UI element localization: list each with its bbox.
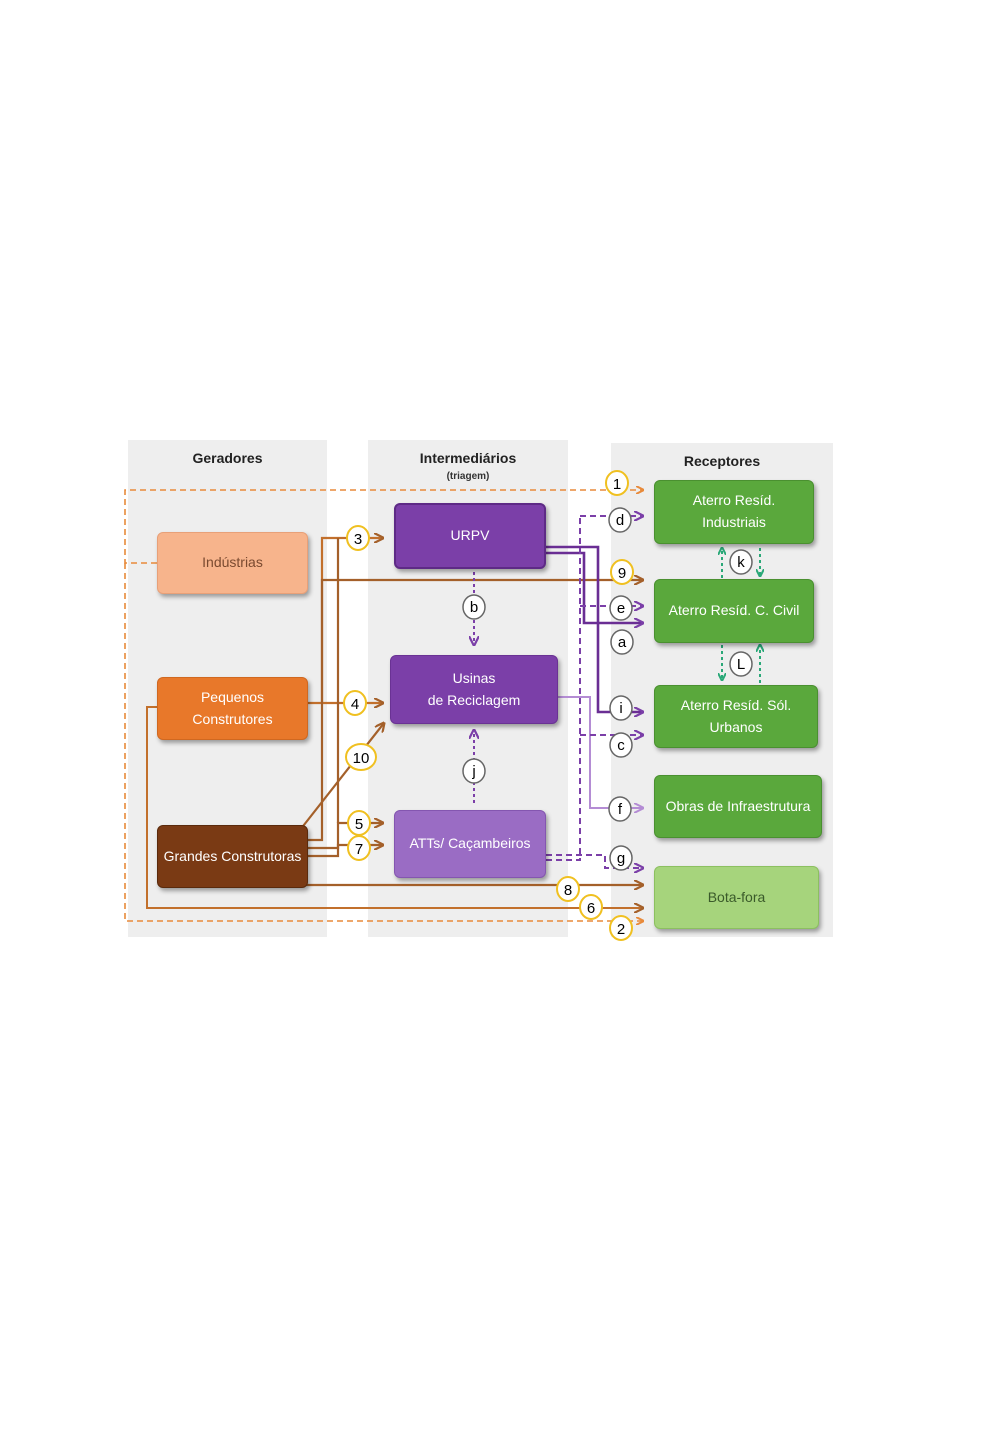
aterro-solidos-urbanos-label: Aterro Resíd. Sól. Urbanos [680,696,792,735]
usinas-box: Usinas de Reciclagem [390,655,558,724]
obras-infraestrutura-box: Obras de Infraestrutura [654,775,822,838]
svg-text:a: a [618,634,627,651]
badge-f: f [608,796,632,822]
svg-text:e: e [617,600,625,617]
aterro-industriais-box: Aterro Resíd. Industriais [654,480,814,544]
badge-4: 4 [343,690,367,716]
badge-3: 3 [346,525,370,551]
badge-b: b [462,594,486,620]
badge-k: k [729,549,753,575]
badge-6: 6 [579,894,603,920]
flow-atts-trunk [546,516,581,861]
svg-text:5: 5 [355,816,363,833]
svg-text:d: d [616,512,624,529]
pequenos-box: Pequenos Construtores [157,677,308,740]
svg-text:2: 2 [617,921,625,938]
usinas-label: Usinas de Reciclagem [427,669,521,708]
atts-label: ATTs/ Caçambeiros [409,835,531,852]
badge-5: 5 [347,810,371,836]
svg-text:4: 4 [351,696,359,713]
aterro-industriais-label: Aterro Resíd. Industriais [692,492,776,530]
badge-e: e [609,595,633,621]
flow-3-trunk [320,538,383,703]
grandes-label: Grandes Construtoras [163,847,302,864]
svg-text:1: 1 [613,476,621,493]
badge-g: g [609,845,633,871]
svg-text:j: j [471,763,475,780]
badge-9: 9 [610,559,634,585]
svg-text:8: 8 [564,882,572,899]
svg-text:f: f [618,801,623,818]
intermediaries-header: Intermediários [419,450,517,466]
badge-a: a [610,629,634,655]
badge-d: d [608,507,632,533]
svg-text:6: 6 [587,900,595,917]
svg-text:b: b [470,599,478,616]
receivers-header: Receptores [683,453,761,469]
svg-text:10: 10 [353,750,370,767]
flow-1 [124,490,643,564]
badge-i: i [609,695,633,721]
pequenos-label: Pequenos Construtores [192,688,273,727]
svg-text:L: L [737,656,745,673]
bota-fora-label: Bota-fora [707,888,766,905]
urpv-label: URPV [450,527,490,544]
grandes-box: Grandes Construtoras [157,825,308,888]
svg-text:c: c [617,737,625,754]
atts-box: ATTs/ Caçambeiros [394,810,546,878]
svg-text:3: 3 [354,531,362,548]
badge-8: 8 [556,876,580,902]
badge-c: c [609,732,633,758]
flow-10 [299,723,384,831]
badge-1: 1 [605,470,629,496]
svg-text:i: i [619,700,622,717]
svg-text:9: 9 [618,565,626,582]
svg-text:g: g [617,850,625,867]
generators-header: Geradores [192,450,263,466]
badge-j: j [462,758,486,784]
badge-2: 2 [609,915,633,941]
badge-7: 7 [347,835,371,861]
industrias-label: Indústrias [202,554,263,571]
svg-text:7: 7 [355,841,363,858]
flow-7 [308,845,383,858]
aterro-construcao-civil-label: Aterro Resíd. C. Civil [668,602,800,619]
flow-urpv-a [546,551,643,623]
bota-fora-box: Bota-fora [654,866,819,929]
badge-L: L [729,651,753,677]
industrias-box: Indústrias [157,532,308,594]
aterro-solidos-urbanos-box: Aterro Resíd. Sól. Urbanos [654,685,818,748]
svg-text:k: k [737,554,745,571]
flow-2 [124,563,643,921]
flow-9 [308,580,643,842]
badge-10: 10 [345,743,377,771]
aterro-construcao-civil-box: Aterro Resíd. C. Civil [654,579,814,643]
flow-6 [146,706,643,908]
urpv-box: URPV [394,503,546,569]
obras-infraestrutura-label: Obras de Infraestrutura [665,797,811,814]
intermediaries-subheader: (triagem) [446,471,490,482]
